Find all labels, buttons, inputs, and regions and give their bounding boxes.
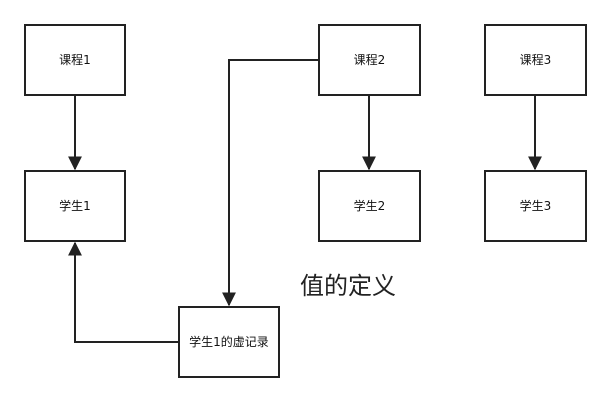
node-student2[interactable]: 学生2 (318, 170, 421, 242)
node-course3[interactable]: 课程3 (484, 24, 587, 96)
edge-course2-virtual (222, 59, 319, 307)
node-student3[interactable]: 学生3 (484, 170, 587, 242)
node-student1-virtual-record[interactable]: 学生1的虚记录 (178, 306, 280, 378)
edge-virtual-student1 (68, 241, 179, 343)
node-course2[interactable]: 课程2 (318, 24, 421, 96)
diagram-caption: 值的定义 (300, 272, 396, 300)
node-student1[interactable]: 学生1 (24, 170, 126, 242)
node-course1[interactable]: 课程1 (24, 24, 126, 96)
